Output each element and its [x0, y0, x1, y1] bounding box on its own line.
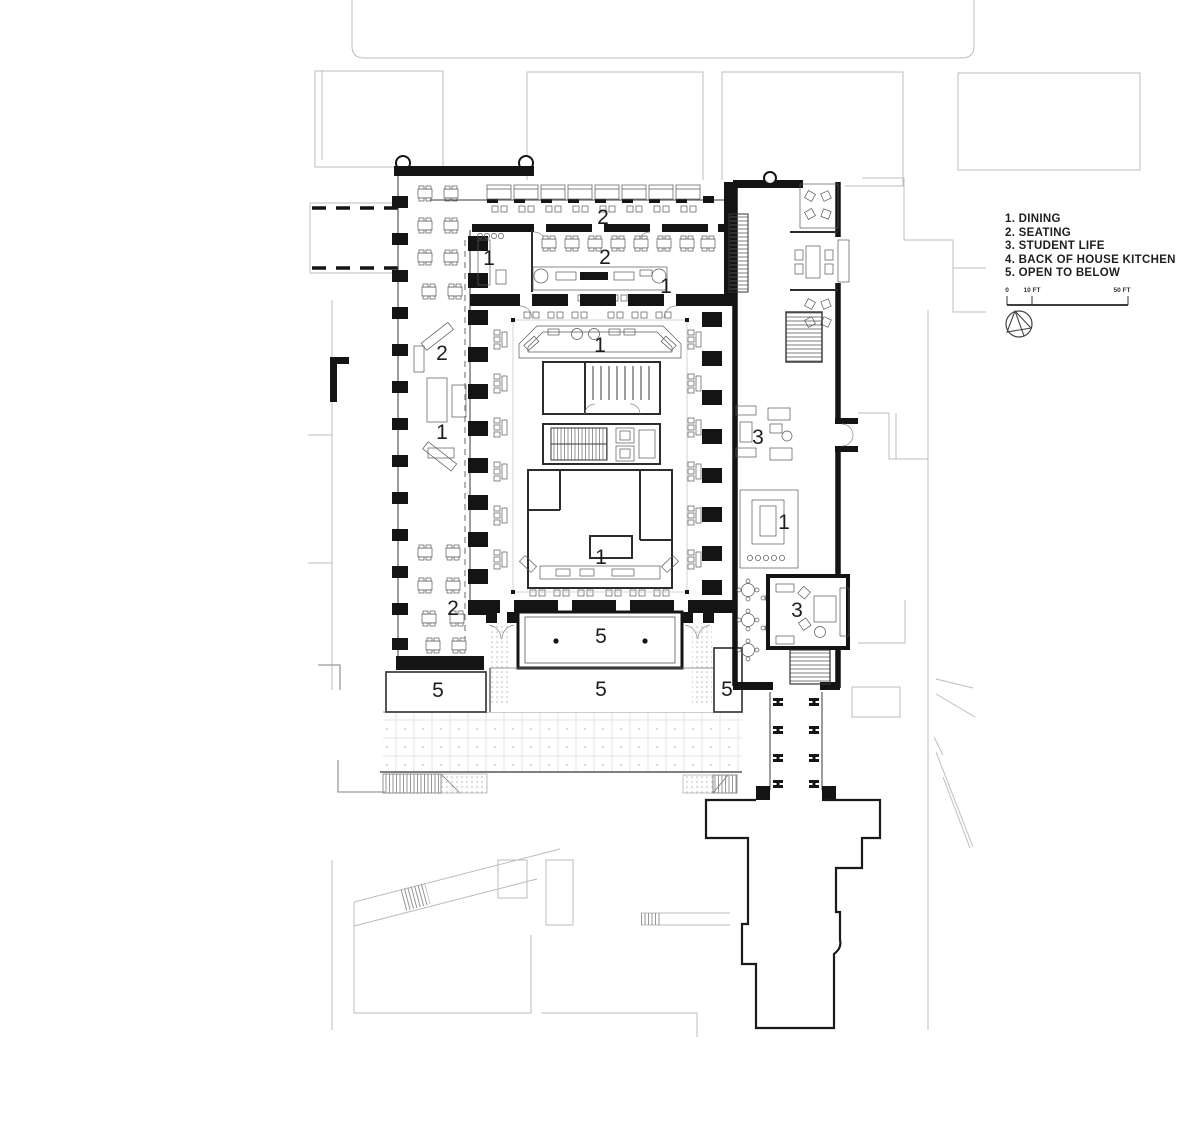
legend-item-dining: 1. DINING [1005, 213, 1061, 225]
south-building-footprint [704, 798, 882, 1030]
legend-item-student-life: 3. STUDENT LIFE [1005, 240, 1105, 252]
site-context [308, 0, 1141, 1037]
plan-label-5: 5 [595, 678, 607, 701]
bar-servery-room [477, 230, 533, 292]
wing-north-porch [763, 171, 839, 229]
core-stairs-elevators [542, 423, 661, 465]
plan-label-2: 2 [447, 597, 459, 620]
plan-label-5: 5 [721, 678, 733, 701]
plan-label-3: 3 [752, 426, 764, 449]
west-link-bridge [309, 202, 398, 402]
core-servery [518, 325, 682, 359]
scale-label-50ft: 50 FT [1114, 287, 1131, 294]
covered-walk [756, 692, 836, 800]
plan-label-2: 2 [599, 246, 611, 269]
site-steps-hatch [399, 883, 431, 911]
legend-item-open-below: 5. OPEN TO BELOW [1005, 267, 1120, 279]
terrace-open-below [385, 610, 743, 713]
wing-cafe-servery [739, 489, 799, 569]
legend-item-boh-kitchen: 4. BACK OF HOUSE KITCHEN [1005, 254, 1176, 266]
plan-label-1: 1 [594, 334, 606, 357]
plan-label-1: 1 [778, 511, 790, 534]
wing-servery [413, 321, 467, 472]
plan-label-5: 5 [595, 625, 607, 648]
scale-label-0: 0 [1005, 287, 1009, 294]
wing-east-vestibule [835, 418, 858, 452]
plan-label-1: 1 [660, 275, 672, 298]
legend-item-seating: 2. SEATING [1005, 227, 1071, 239]
plan-label-3: 3 [791, 599, 803, 622]
east-wing [728, 171, 858, 690]
bar-counter [532, 266, 668, 302]
terrace-gates [486, 612, 714, 706]
student-life-lounge-lower [766, 574, 850, 650]
colonnade-windows [487, 196, 714, 203]
plan-number-labels: 2 1 2 1 1 2 1 3 1 1 2 3 5 5 5 5 [432, 206, 803, 702]
great-hall [470, 294, 733, 613]
hall-south-wall [470, 600, 733, 613]
plaza-paving [337, 711, 742, 794]
plan-label-1: 1 [595, 546, 607, 569]
core-boh-kitchen [518, 469, 680, 589]
wing-long-stair [728, 213, 749, 293]
student-life-lounge-upper [735, 405, 793, 461]
plan-label-5: 5 [432, 679, 444, 702]
scale-label-10ft: 10 FT [1024, 287, 1041, 294]
left-wing [392, 155, 534, 670]
north-arrow-icon [1005, 309, 1033, 338]
plan-label-1: 1 [483, 247, 495, 270]
legend: 1. DINING 2. SEATING 3. STUDENT LIFE 4. … [1005, 213, 1176, 279]
scale-bar: 0 10 FT 50 FT [1005, 287, 1131, 306]
plan-label-2: 2 [436, 342, 448, 365]
core-restrooms [542, 361, 661, 415]
central-core [511, 318, 689, 594]
plan-label-1: 1 [436, 421, 448, 444]
wing-south-stair [789, 649, 831, 685]
hall-north-wall [470, 294, 733, 319]
plan-label-2: 2 [597, 206, 609, 229]
wing-mid-stair [785, 311, 823, 363]
